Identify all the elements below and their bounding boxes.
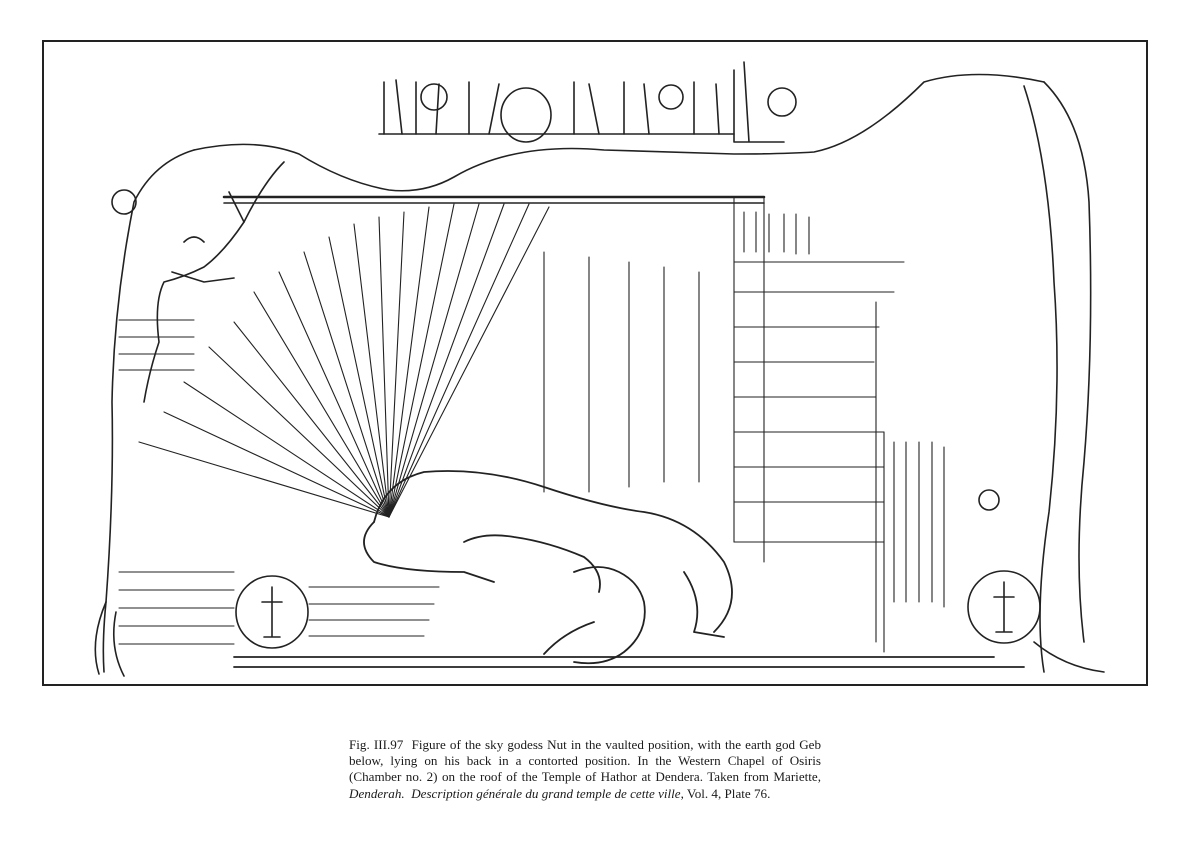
geb-figure-drawing xyxy=(233,470,1025,668)
radiating-rays xyxy=(138,203,550,518)
caption-text-2: , Vol. 4, Plate 76. xyxy=(680,785,771,801)
medallion-drawings xyxy=(235,570,1041,649)
figure-illustration xyxy=(42,40,1148,686)
sun-disc-drawings xyxy=(111,83,1000,511)
lower-left-text-rows xyxy=(118,319,440,645)
caption-fig-label: Fig. III.97 xyxy=(349,737,404,752)
caption-source-place: Denderah. xyxy=(349,785,405,801)
hieroglyph-columns xyxy=(543,196,945,653)
nut-body-drawing xyxy=(94,73,1105,677)
top-figures-row xyxy=(378,61,785,143)
caption-text-1: Figure of the sky godess Nut in the vaul… xyxy=(349,737,822,785)
figure-caption: Fig. III.97 Figure of the sky godess Nut… xyxy=(349,737,821,802)
caption-source-title: Description générale du grand temple de … xyxy=(411,785,681,801)
